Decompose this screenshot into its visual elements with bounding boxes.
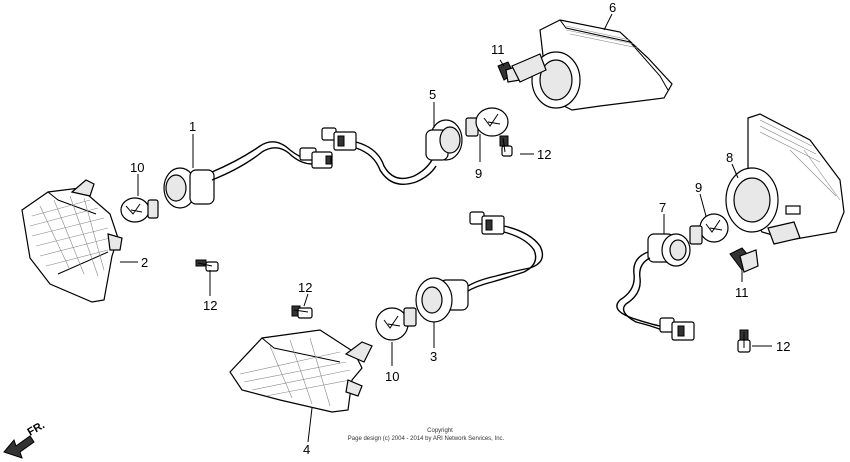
bulb-left-upper: [120, 197, 159, 223]
screw-lower: [291, 305, 313, 319]
fr-label: FR.: [26, 419, 47, 438]
front-left-lens: [21, 179, 123, 303]
screw-center: [499, 135, 513, 157]
callout-9-upper: 9: [475, 166, 482, 181]
screw-left: [195, 259, 219, 272]
callout-8: 8: [726, 150, 733, 165]
bulb-right: [689, 213, 729, 245]
callout-12-lower: 12: [298, 280, 312, 295]
socket-harness-right: [616, 233, 695, 341]
front-direction-arrow: FR.: [3, 419, 47, 459]
callout-1: 1: [189, 119, 196, 134]
leader-lines: [120, 13, 772, 443]
callout-10-left: 10: [130, 160, 144, 175]
rear-lamp-housing-upper: [511, 19, 673, 111]
callout-3: 3: [430, 349, 437, 364]
bulb-lower-center: [375, 307, 417, 341]
copyright-line-1: Copyright: [427, 428, 453, 434]
callout-5: 5: [429, 87, 436, 102]
callout-12-left: 12: [203, 298, 217, 313]
callout-12-center: 12: [537, 147, 551, 162]
rear-lamp-housing-right: [725, 113, 845, 245]
callout-12-right: 12: [776, 339, 790, 354]
socket-harness-lower-center: [415, 211, 544, 323]
clip-right: [729, 247, 759, 273]
bulb-upper-center: [465, 107, 509, 137]
copyright-line-2: Page design (c) 2004 - 2014 by ARI Netwo…: [348, 436, 505, 442]
callout-9-right: 9: [695, 180, 702, 195]
callout-11-upper: 11: [491, 42, 505, 57]
screw-right: [737, 329, 751, 353]
callout-11-right: 11: [735, 285, 749, 300]
socket-harness-upper-center: [321, 119, 463, 185]
callout-4: 4: [303, 442, 310, 457]
callout-6: 6: [609, 0, 616, 15]
socket-harness-upper-left: [163, 141, 333, 209]
callout-7: 7: [659, 200, 666, 215]
callout-2: 2: [141, 255, 148, 270]
front-right-lens: [229, 329, 373, 413]
callout-10-lower: 10: [385, 369, 399, 384]
